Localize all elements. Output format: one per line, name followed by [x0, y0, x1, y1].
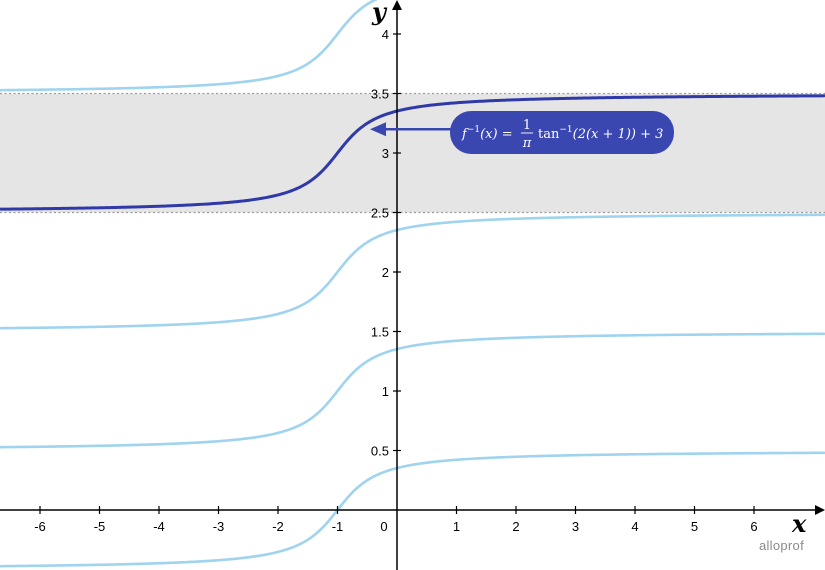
y-tick-label: 0.5 [371, 444, 389, 459]
y-tick-label: 2 [382, 265, 389, 280]
x-tick-label: 1 [453, 519, 460, 534]
y-tick-label: 1.5 [371, 325, 389, 340]
x-tick-label: 5 [691, 519, 698, 534]
origin-label: 0 [380, 519, 387, 534]
callout-function: tan−1(2(x + 1)) + 3 [538, 125, 663, 142]
x-tick-label: -3 [213, 519, 225, 534]
equation-callout: f−1(x) = 1 π tan−1(2(x + 1)) + 3 [370, 111, 674, 154]
translated-curve-1 [0, 332, 825, 449]
callout-fraction-numerator: 1 [523, 118, 531, 133]
x-tick-label: 4 [631, 519, 638, 534]
translated-curve-0 [0, 451, 825, 568]
x-tick-label: 3 [572, 519, 579, 534]
callout-background [450, 111, 674, 154]
y-tick-label: 1 [382, 384, 389, 399]
translated-curve-2 [0, 213, 825, 330]
x-tick-label: -2 [272, 519, 284, 534]
y-tick-label: 2.5 [371, 206, 389, 221]
band-fill [0, 93, 825, 213]
x-tick-label: -1 [332, 519, 344, 534]
x-tick-label: -5 [94, 519, 106, 534]
y-axis-arrow [392, 0, 402, 10]
x-tick-label: 2 [512, 519, 519, 534]
y-axis-title: y [371, 0, 388, 26]
x-tick-label: -6 [34, 519, 46, 534]
callout-equation: f−1(x) = [461, 125, 513, 142]
x-axis-title: x [791, 509, 807, 538]
brand-logo: alloprof [759, 538, 804, 553]
y-tick-label: 3.5 [371, 87, 389, 102]
translated-curve-4 [0, 0, 378, 92]
inverse-function-curve [0, 94, 825, 211]
callout-arrowhead [370, 122, 386, 137]
x-tick-label: -4 [153, 519, 165, 534]
y-tick-label: 3 [382, 146, 389, 161]
x-tick-label: 6 [750, 519, 757, 534]
callout-fraction-denominator: π [522, 136, 532, 151]
y-tick-label: 4 [382, 27, 389, 42]
x-axis-arrow [815, 505, 825, 515]
range-band [0, 92, 825, 214]
tick-labels: -6 -5 -4 -3 -2 -1 1 2 3 4 5 6 0.5 1 1.5 2 2.5 3 3.5 4 0 [34, 27, 757, 534]
